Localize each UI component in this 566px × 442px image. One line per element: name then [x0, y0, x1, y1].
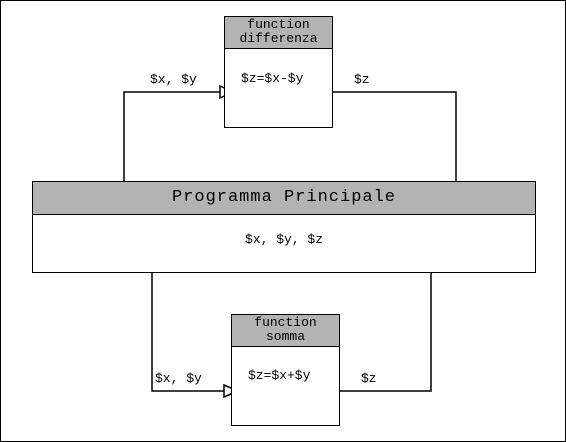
function-name: differenza — [239, 31, 318, 46]
function-differenza-title: function differenza — [225, 17, 332, 49]
function-keyword: function — [247, 17, 310, 32]
function-somma-title: function somma — [232, 315, 339, 347]
function-name: somma — [265, 329, 305, 344]
label-from-somma: $z — [361, 371, 377, 386]
main-program-box: Programma Principale $x, $y, $z — [32, 181, 536, 273]
label-to-differenza: $x, $y — [150, 72, 197, 87]
main-program-vars: $x, $y, $z — [244, 232, 323, 247]
label-from-differenza: $z — [354, 72, 370, 87]
arrow-from-somma — [324, 263, 432, 392]
somma-formula: $z=$x+$y — [248, 368, 311, 383]
function-differenza-box: function differenza $z=$x-$y — [224, 16, 333, 128]
label-to-somma: $x, $y — [155, 371, 202, 386]
function-keyword: function — [254, 315, 317, 330]
arrow-from-differenza — [318, 91, 457, 222]
main-program-title: Programma Principale — [33, 182, 535, 215]
function-somma-box: function somma $z=$x+$y — [231, 314, 340, 426]
arrow-to-somma — [151, 251, 224, 392]
differenza-formula: $z=$x-$y — [241, 71, 304, 86]
